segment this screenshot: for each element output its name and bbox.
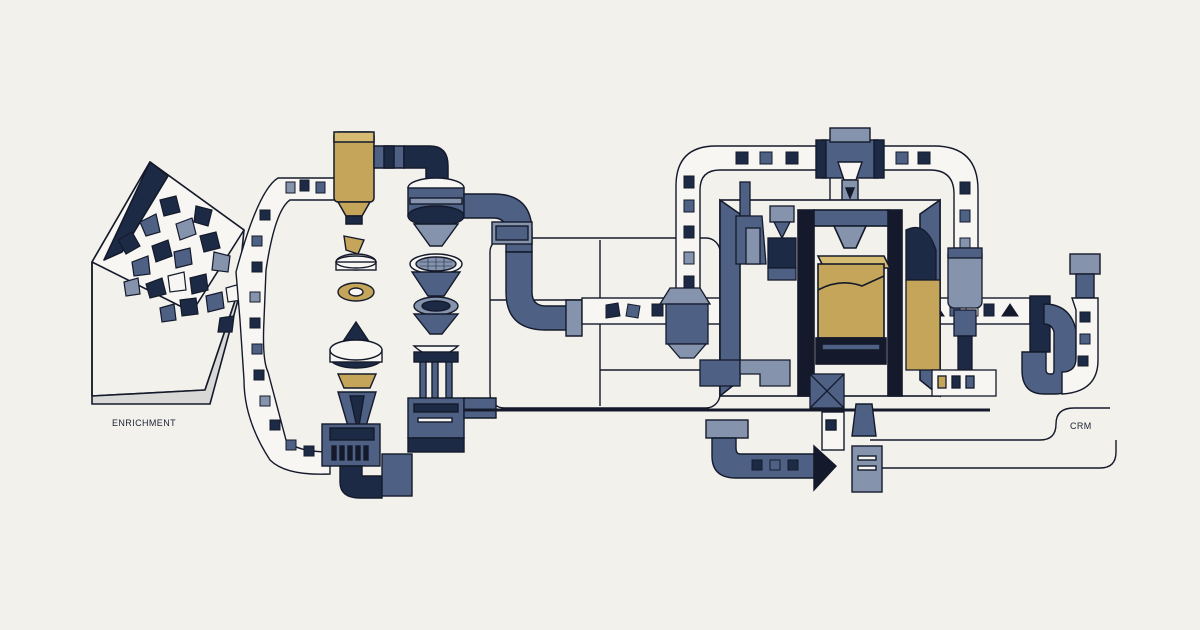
dispenser-icon [815,127,885,203]
inner-cylinder [735,181,797,281]
crm-label: CRM [1070,421,1092,431]
conveyor-pieces [249,179,326,457]
pipe-icon [463,193,583,419]
gold-block-icon [815,255,892,365]
lower-pipes [705,403,883,493]
press-icon [321,423,413,499]
right-u-pipe-pieces [1077,311,1091,367]
lower-pipe-pieces [751,459,799,471]
canister-icon [333,131,449,225]
hopper-fragments [117,195,243,333]
inner-tank [905,226,997,397]
funnel-icon [329,235,383,441]
enrichment-label: ENRICHMENT [112,418,176,428]
sieve-mesh [420,257,452,271]
right-u-pipe [1021,253,1101,395]
sieve-icon [407,177,465,453]
machine-lower-left [658,287,845,409]
